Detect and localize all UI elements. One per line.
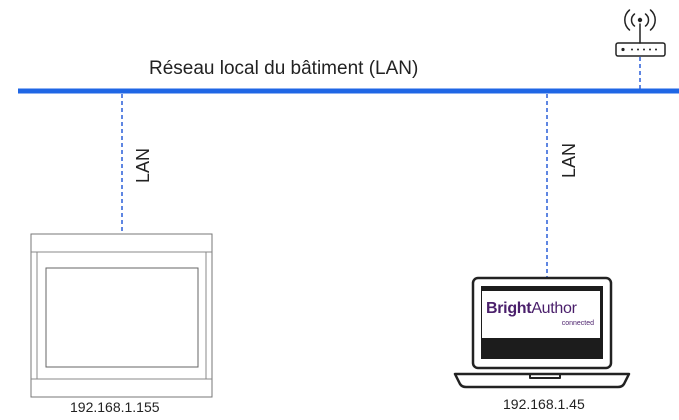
wireless-router-icon (615, 9, 666, 57)
brand-sub-text: connected (561, 320, 594, 327)
lan-title: Réseau local du bâtiment (LAN) (149, 58, 419, 79)
laptop-ip-address: 192.168.1.45 (503, 396, 585, 412)
panel-ip-address: 192.168.1.155 (70, 399, 160, 415)
touch-panel-icon (30, 233, 213, 398)
brand-bold-text: Bright (486, 300, 532, 317)
lan-link-label-left: LAN (133, 147, 154, 184)
brightauthor-logo: BrightAuthor connected (482, 291, 600, 338)
brand-regular-text: Author (531, 300, 577, 317)
lan-link-label-right: LAN (559, 142, 580, 179)
brightauthor-logo-text: BrightAuthor (486, 300, 577, 318)
